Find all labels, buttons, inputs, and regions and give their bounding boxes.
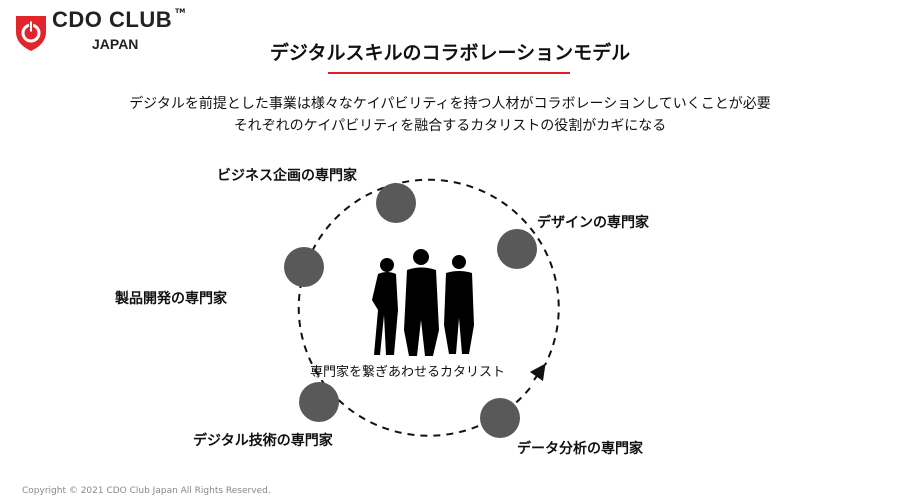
logo-name: CDO CLUB (52, 7, 173, 32)
label-design: デザインの専門家 (537, 215, 649, 231)
copyright: Copyright © 2021 CDO Club Japan All Righ… (22, 486, 271, 496)
subtitle-line-1: デジタルを前提とした事業は様々なケイパビリティを持つ人材がコラボレーションしてい… (129, 96, 771, 112)
dashed-cycle-arrow (297, 178, 560, 437)
page-title: デジタルスキルのコラボレーションモデル (269, 42, 631, 64)
label-product: 製品開発の専門家 (115, 291, 227, 307)
title-underline (328, 72, 570, 74)
node-design (497, 229, 537, 269)
subtitle-line-2: それぞれのケイパビリティを融合するカタリストの役割がカギになる (233, 118, 667, 134)
catalyst-label: 専門家を繋ぎあわせるカタリスト (310, 365, 506, 380)
node-tech (299, 382, 339, 422)
label-tech: デジタル技術の専門家 (193, 433, 333, 449)
node-product (284, 247, 324, 287)
people-silhouette-icon (372, 249, 474, 356)
logo-tm: TM (175, 8, 186, 15)
label-business: ビジネス企画の専門家 (217, 168, 357, 184)
logo-shield-icon (16, 16, 46, 51)
logo-wordmark: CDO CLUB TM (52, 8, 185, 32)
label-data: データ分析の専門家 (517, 441, 643, 457)
node-data (480, 398, 520, 438)
node-business (376, 183, 416, 223)
logo-sub: JAPAN (92, 36, 139, 52)
